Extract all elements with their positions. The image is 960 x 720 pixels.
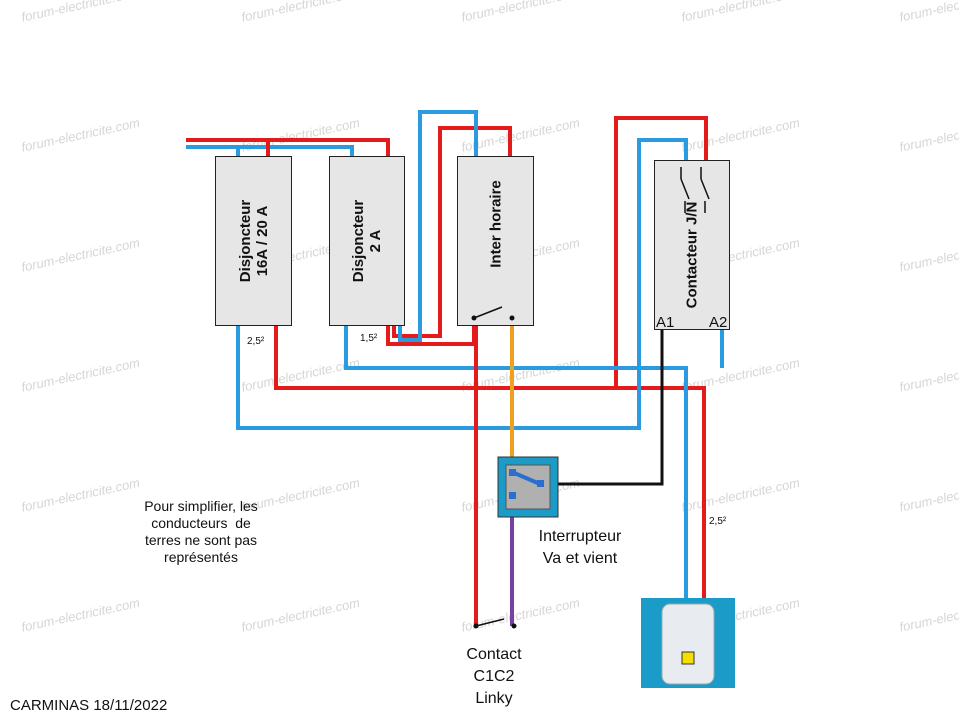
- breaker-2a-line1: Disjoncteur: [350, 199, 367, 283]
- contactor-contacts-icon: [680, 167, 710, 213]
- heater-phase-wire: [274, 326, 706, 600]
- contactor: Contacteur J/N A1 A2: [654, 160, 730, 331]
- wire-size-16a: 2,5²: [247, 336, 265, 347]
- note-line1: Pour simplifier, les: [144, 498, 258, 514]
- supply-neutral-wire: [186, 145, 354, 156]
- contactor-control-wire: [540, 326, 664, 486]
- timer-phase-feed: [392, 126, 512, 338]
- switch-label: Interrupteur Va et vient: [520, 526, 640, 570]
- note-line3: terres ne sont pas: [144, 532, 258, 548]
- contactor-phase-in: [614, 116, 708, 388]
- breaker-2a-line2: 2 A: [367, 229, 384, 253]
- control-neutral: [344, 326, 688, 600]
- contact-label-line3: Linky: [475, 690, 513, 707]
- timer-neutral-feed: [398, 110, 478, 342]
- switch-label-line1: Interrupteur: [538, 528, 622, 545]
- switch-label-line2: Va et vient: [542, 550, 618, 567]
- supply-phase-wire: [186, 138, 390, 156]
- contactor-a2-label: A2: [709, 314, 728, 331]
- breaker-16a-line2: 16A / 20 A: [253, 205, 271, 277]
- contactor-a1-label: A1: [656, 314, 675, 331]
- breaker-16a-line1: Disjoncteur: [236, 199, 254, 283]
- note-text: Pour simplifier, les conducteurs de terr…: [126, 498, 276, 566]
- note-line4: représentés: [164, 549, 238, 565]
- wire-size-2a: 1,5²: [360, 333, 378, 344]
- footer-credit: CARMINAS 18/11/2022: [10, 697, 168, 714]
- contact-label: Contact C1C2 Linky: [444, 644, 544, 710]
- timer-switch: Inter horaire: [457, 156, 534, 326]
- heater-neutral-wire: [236, 138, 688, 430]
- note-line2: conducteurs de: [151, 515, 251, 531]
- linky-contact-symbol: [473, 618, 517, 629]
- wire-size-heater: 2,5²: [709, 516, 727, 527]
- contact-label-line1: Contact: [466, 646, 522, 663]
- contact-label-line2: C1C2: [473, 668, 515, 685]
- timer-contact-icon: [471, 306, 515, 321]
